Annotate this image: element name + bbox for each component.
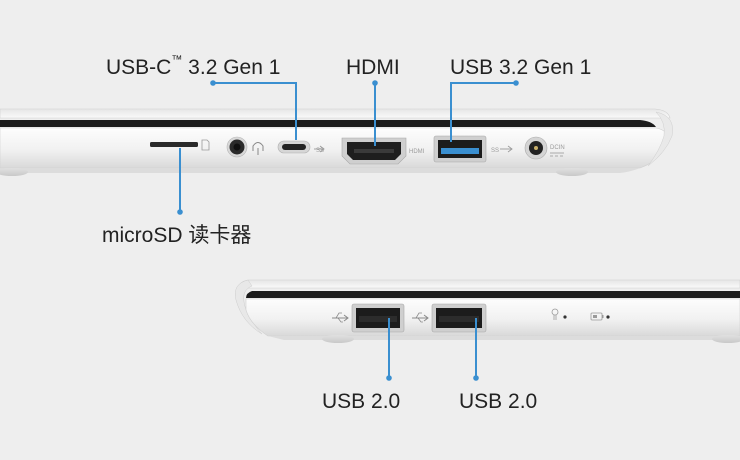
- usb-a-port: [431, 303, 487, 333]
- microsd-slot: [150, 142, 198, 147]
- hdmi-marking: HDMI: [409, 149, 425, 155]
- audio-jack: [226, 136, 248, 158]
- callout-lines: [179, 82, 516, 378]
- rubber-foot: [322, 335, 354, 343]
- label-usb2-right: USB 2.0: [459, 390, 538, 413]
- headphone-icon: [252, 142, 264, 155]
- bezel-line: [0, 120, 656, 127]
- usb-trident-icon: [500, 145, 513, 153]
- label-microsd: microSD 读卡器: [102, 224, 252, 247]
- callout-usb-32: [450, 82, 516, 142]
- callout-usb-c: [213, 82, 297, 140]
- dc-in-port: [524, 136, 548, 160]
- usb-a-port: [433, 135, 487, 163]
- usb-a-port: [351, 303, 405, 333]
- bulb-icon: [551, 308, 559, 320]
- rubber-foot: [0, 168, 28, 176]
- battery-icon: [590, 312, 604, 321]
- usb-trident-icon: [332, 312, 349, 323]
- label-usb-32: USB 3.2 Gen 1: [450, 56, 592, 79]
- battery-led: [606, 315, 610, 319]
- laptop-left-side: [0, 108, 673, 176]
- rubber-foot: [556, 168, 588, 176]
- sd-card-icon: [201, 139, 210, 151]
- usb-trident-icon: [314, 145, 325, 153]
- laptop-right-side: [235, 279, 740, 343]
- dcin-marking: DCIN: [550, 145, 565, 151]
- label-usb2-left: USB 2.0: [322, 390, 401, 413]
- dc-symbol: [550, 152, 564, 157]
- ss-marking: SS: [316, 148, 324, 154]
- rubber-foot: [712, 335, 740, 343]
- bezel-line: [246, 291, 740, 298]
- ss-marking: SS: [491, 148, 499, 154]
- hdmi-port: [341, 137, 407, 165]
- callout-dots: [177, 80, 519, 381]
- label-hdmi: HDMI: [346, 56, 400, 79]
- usb-trident-icon: [412, 312, 429, 323]
- label-usb-c: USB-C™ 3.2 Gen 1: [106, 54, 281, 79]
- power-led: [563, 315, 567, 319]
